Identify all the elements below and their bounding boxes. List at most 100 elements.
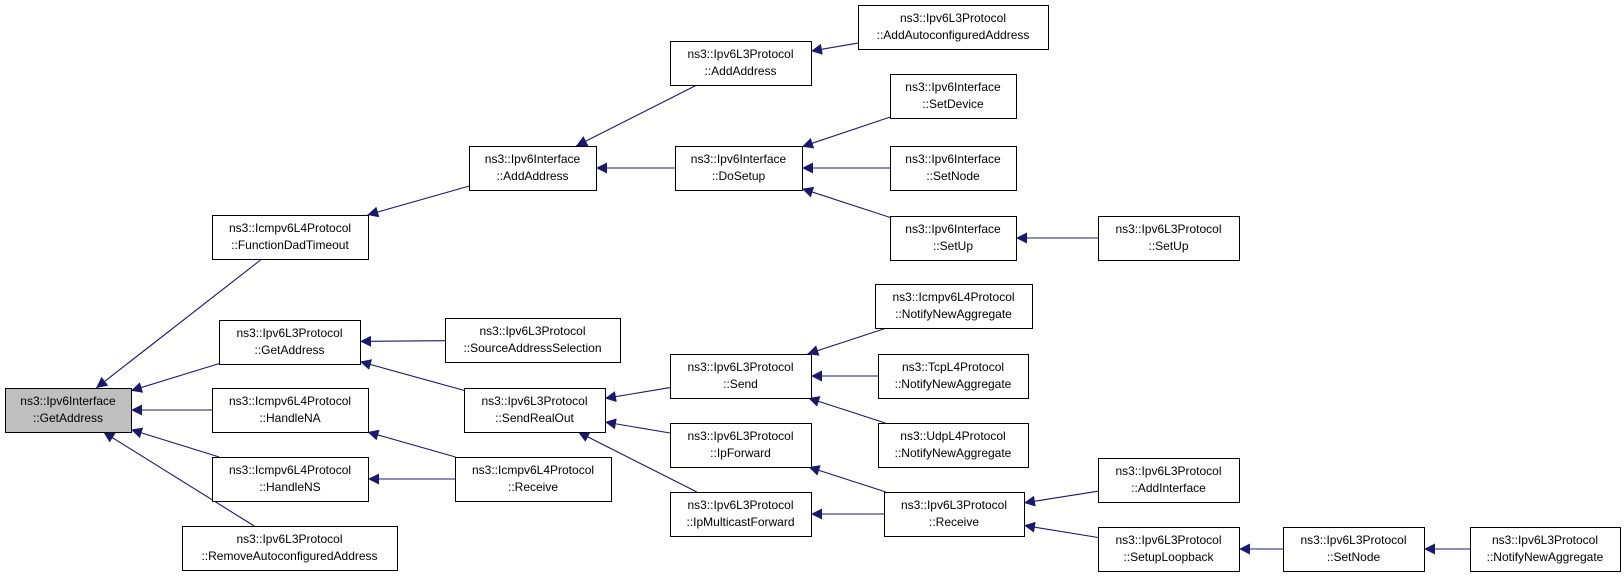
node-label-line2: ::IpMulticastForward bbox=[686, 515, 794, 529]
node-label-line1: ns3::Ipv6Interface bbox=[905, 222, 1001, 236]
node-label-line1: ns3::Ipv6L3Protocol bbox=[479, 324, 585, 338]
edge-l3_srcaddrsel-to-l3_getaddress bbox=[359, 335, 446, 347]
node-label-line1: ns3::Ipv6L3Protocol bbox=[900, 11, 1006, 25]
node-l3-ipforward[interactable]: ns3::Ipv6L3Protocol::IpForward bbox=[670, 423, 812, 468]
node-box bbox=[1098, 527, 1240, 572]
node-label-line1: ns3::Icmpv6L4Protocol bbox=[229, 463, 351, 477]
node-label-line2: ::RemoveAutoconfiguredAddress bbox=[201, 549, 377, 563]
node-box bbox=[212, 215, 369, 260]
node-tcp-notifyagg[interactable]: ns3::TcpL4Protocol::NotifyNewAggregate bbox=[878, 354, 1029, 399]
node-label-line2: ::AddAutoconfiguredAddress bbox=[877, 28, 1030, 42]
node-box bbox=[670, 354, 812, 399]
node-l3-send[interactable]: ns3::Ipv6L3Protocol::Send bbox=[670, 354, 812, 399]
node-label-line1: ns3::Ipv6Interface bbox=[20, 394, 116, 408]
node-label-line2: ::AddInterface bbox=[1131, 481, 1206, 495]
node-label-line1: ns3::Ipv6L3Protocol bbox=[481, 394, 587, 408]
node-box bbox=[1283, 527, 1425, 572]
node-l3-setnode[interactable]: ns3::Ipv6L3Protocol::SetNode bbox=[1283, 527, 1425, 572]
node-label-line1: ns3::Ipv6Interface bbox=[905, 80, 1001, 94]
edge-l3_addautoaddr-to-l3_addaddress bbox=[810, 42, 859, 55]
node-label-line2: ::IpForward bbox=[710, 446, 771, 460]
node-label-line1: ns3::UdpL4Protocol bbox=[900, 429, 1005, 443]
node-label-line2: ::SetUp bbox=[1148, 239, 1188, 253]
node-icmp-handlena[interactable]: ns3::Icmpv6L4Protocol::HandleNA bbox=[212, 388, 369, 433]
edge-l3_addinterface-to-l3_receive bbox=[1023, 490, 1099, 507]
node-box bbox=[1098, 458, 1240, 503]
node-label-line1: ns3::TcpL4Protocol bbox=[902, 360, 1004, 374]
node-label-line2: ::AddAddress bbox=[496, 169, 568, 183]
node-box bbox=[212, 388, 369, 433]
node-box bbox=[670, 423, 812, 468]
node-label-line2: ::NotifyNewAggregate bbox=[895, 377, 1012, 391]
node-ipv6if-setup[interactable]: ns3::Ipv6Interface::SetUp bbox=[890, 216, 1017, 261]
node-l3-addaddress[interactable]: ns3::Ipv6L3Protocol::AddAddress bbox=[670, 41, 812, 86]
node-l3-ipmcforward[interactable]: ns3::Ipv6L3Protocol::IpMulticastForward bbox=[670, 492, 812, 537]
node-l3-sendrealout[interactable]: ns3::Ipv6L3Protocol::SendRealOut bbox=[464, 388, 606, 433]
node-label-line1: ns3::Icmpv6L4Protocol bbox=[472, 463, 594, 477]
node-box bbox=[1470, 527, 1621, 572]
node-icmp-handlens[interactable]: ns3::Icmpv6L4Protocol::HandleNS bbox=[212, 457, 369, 502]
node-icmp-funcdad[interactable]: ns3::Icmpv6L4Protocol::FunctionDadTimeou… bbox=[212, 215, 369, 260]
node-icmp-notifyagg[interactable]: ns3::Icmpv6L4Protocol::NotifyNewAggregat… bbox=[875, 284, 1033, 329]
node-label-line2: ::Send bbox=[723, 377, 758, 391]
node-label-line2: ::DoSetup bbox=[712, 169, 766, 183]
node-label-line1: ns3::Ipv6L3Protocol bbox=[687, 498, 793, 512]
node-box bbox=[884, 492, 1025, 537]
node-box bbox=[875, 284, 1033, 329]
edge-l3_sendrealout-to-l3_getaddress bbox=[359, 359, 465, 391]
node-box bbox=[878, 354, 1029, 399]
node-l3-srcaddrsel[interactable]: ns3::Ipv6L3Protocol::SourceAddressSelect… bbox=[445, 318, 621, 363]
node-ipv6if-getaddress[interactable]: ns3::Ipv6Interface::GetAddress bbox=[5, 388, 132, 433]
node-ipv6if-setdevice[interactable]: ns3::Ipv6Interface::SetDevice bbox=[890, 74, 1017, 119]
node-label-line1: ns3::Ipv6Interface bbox=[485, 152, 581, 166]
node-ipv6if-dosetup[interactable]: ns3::Ipv6Interface::DoSetup bbox=[675, 146, 803, 191]
edge-ipv6if_addaddress-to-icmp_funcdad bbox=[367, 185, 470, 218]
node-l3-addinterface[interactable]: ns3::Ipv6L3Protocol::AddInterface bbox=[1098, 458, 1240, 503]
node-label-line2: ::GetAddress bbox=[33, 411, 103, 425]
node-l3-setuploopback[interactable]: ns3::Ipv6L3Protocol::SetupLoopback bbox=[1098, 527, 1240, 572]
node-box bbox=[464, 388, 606, 433]
node-label-line1: ns3::Ipv6L3Protocol bbox=[1115, 533, 1221, 547]
node-box bbox=[1098, 216, 1240, 261]
node-label-line1: ns3::Ipv6L3Protocol bbox=[1115, 464, 1221, 478]
node-l3-removeauto[interactable]: ns3::Ipv6L3Protocol::RemoveAutoconfigure… bbox=[182, 526, 398, 571]
node-box bbox=[182, 526, 398, 571]
node-label-line1: ns3::Ipv6L3Protocol bbox=[1115, 222, 1221, 236]
edges-layer bbox=[95, 42, 1470, 555]
node-label-line2: ::SourceAddressSelection bbox=[463, 341, 601, 355]
node-label-line1: ns3::Ipv6L3Protocol bbox=[236, 532, 342, 546]
edge-icmp_receive-to-icmp_handlena bbox=[367, 429, 456, 458]
node-label-line2: ::SetNode bbox=[1327, 550, 1381, 564]
edge-l3_receive-to-l3_ipforward bbox=[808, 465, 887, 493]
node-box bbox=[212, 457, 369, 502]
node-l3-setup[interactable]: ns3::Ipv6L3Protocol::SetUp bbox=[1098, 216, 1240, 261]
node-l3-notifyagg[interactable]: ns3::Ipv6L3Protocol::NotifyNewAggregate bbox=[1470, 527, 1621, 572]
edge-l3_getaddress-to-ipv6if_getaddress bbox=[130, 363, 220, 393]
node-label-line1: ns3::Ipv6Interface bbox=[905, 152, 1001, 166]
node-l3-getaddress[interactable]: ns3::Ipv6L3Protocol::GetAddress bbox=[219, 320, 361, 365]
node-box bbox=[675, 146, 803, 191]
node-label-line2: ::AddAddress bbox=[704, 64, 776, 78]
node-label-line2: ::NotifyNewAggregate bbox=[1487, 550, 1604, 564]
edge-l3_ipmcforward-to-l3_sendrealout bbox=[577, 431, 698, 493]
node-label-line2: ::FunctionDadTimeout bbox=[231, 238, 349, 252]
node-box bbox=[469, 146, 597, 191]
node-icmp-receive[interactable]: ns3::Icmpv6L4Protocol::Receive bbox=[455, 457, 612, 502]
edge-udp_notifyagg-to-l3_send bbox=[808, 396, 886, 424]
node-label-line2: ::NotifyNewAggregate bbox=[895, 307, 1012, 321]
edge-l3_setuploopback-to-l3_receive bbox=[1023, 521, 1099, 539]
node-box bbox=[455, 457, 612, 502]
node-ipv6if-setnode[interactable]: ns3::Ipv6Interface::SetNode bbox=[890, 146, 1017, 191]
node-udp-notifyagg[interactable]: ns3::UdpL4Protocol::NotifyNewAggregate bbox=[878, 423, 1029, 468]
node-label-line1: ns3::Icmpv6L4Protocol bbox=[229, 221, 351, 235]
node-label-line2: ::NotifyNewAggregate bbox=[895, 446, 1012, 460]
node-l3-receive[interactable]: ns3::Ipv6L3Protocol::Receive bbox=[884, 492, 1025, 537]
node-box bbox=[445, 318, 621, 363]
node-ipv6if-addaddress[interactable]: ns3::Ipv6Interface::AddAddress bbox=[469, 146, 597, 191]
edge-l3_addaddress-to-ipv6if_addaddress bbox=[575, 84, 698, 147]
nodes-layer: ns3::Ipv6Interface::GetAddressns3::Icmpv… bbox=[5, 5, 1621, 572]
node-l3-addautoaddr[interactable]: ns3::Ipv6L3Protocol::AddAutoconfiguredAd… bbox=[858, 5, 1049, 50]
edge-ipv6if_setdevice-to-ipv6if_dosetup bbox=[801, 116, 891, 149]
edge-ipv6if_setup-to-ipv6if_dosetup bbox=[801, 186, 891, 218]
